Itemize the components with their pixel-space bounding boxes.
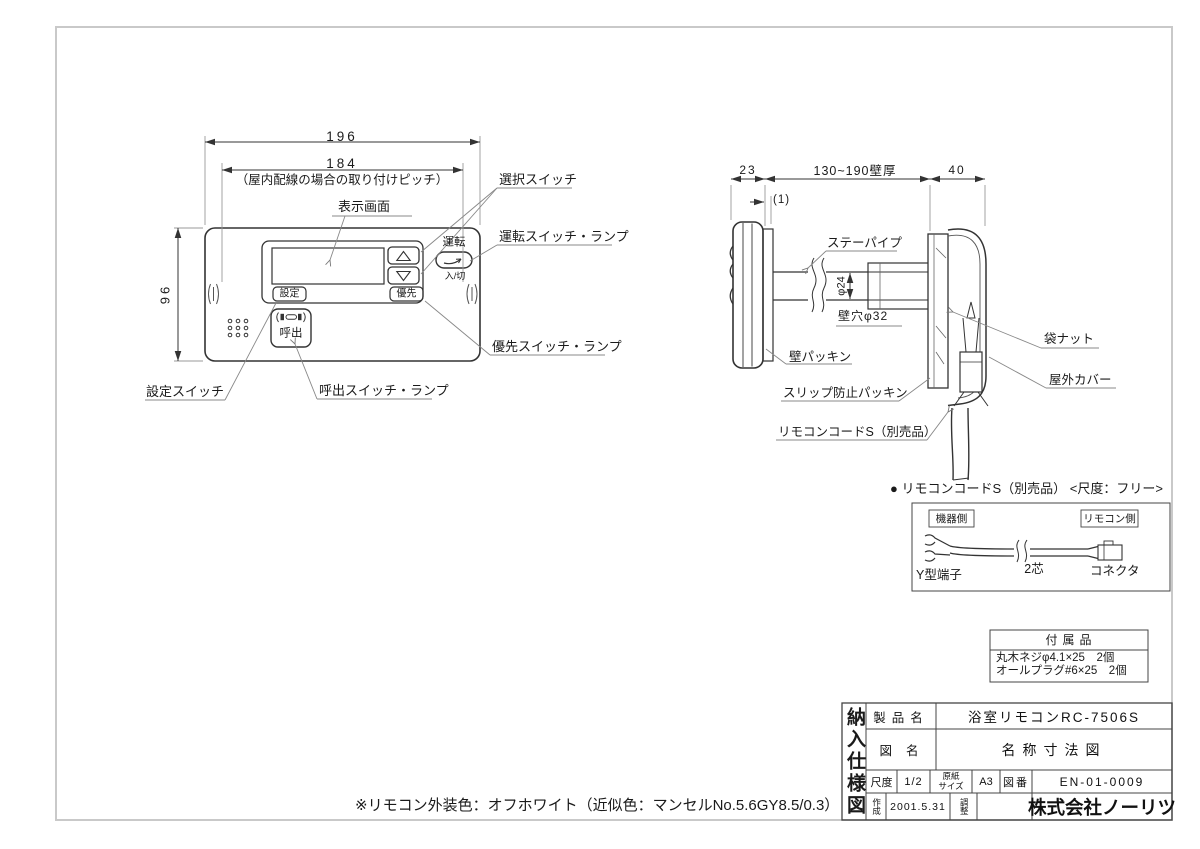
- page-border-frame: [55, 26, 1173, 821]
- paper-size-label: 原紙 サイズ: [930, 770, 972, 793]
- outdoor-cover-outline: [947, 228, 987, 407]
- label-select-switch: 選択スイッチ: [499, 172, 578, 187]
- power-button-label: 運転: [442, 236, 466, 249]
- paper-size-value: A3: [979, 775, 993, 788]
- cord-connector-shape: [959, 351, 983, 393]
- cord-detail-box: [911, 502, 1171, 592]
- remote-side-label: リモコン側: [1083, 512, 1136, 525]
- remote-side-body: [732, 221, 764, 369]
- dim-wall-hole: 壁穴φ32: [838, 309, 889, 323]
- power-onoff-label: 入/切: [444, 270, 466, 281]
- product-name-value: 浴室リモコンRC-7506S: [967, 710, 1141, 725]
- dim-height: 96: [157, 283, 173, 305]
- label-priority-switch: 優先スイッチ・ランプ: [492, 339, 622, 354]
- remote-body-outline: [204, 227, 481, 362]
- up-arrow-icon: [395, 250, 412, 262]
- side-view: [729, 221, 989, 481]
- label-call-switch: 呼出スイッチ・ランプ: [319, 383, 449, 398]
- speaker-grille: [227, 318, 249, 338]
- label-cap-nut: 袋ナット: [1044, 332, 1095, 346]
- dim-gap: (1): [773, 194, 791, 206]
- screw-mark-left: [208, 283, 219, 305]
- dim-pitch-width: 184: [326, 156, 358, 171]
- cord-drawing: [924, 534, 1123, 563]
- cord-line: [950, 407, 954, 481]
- call-button-label: 呼出: [279, 327, 303, 340]
- display-screen: [271, 247, 385, 285]
- label-slip-packing: スリップ防止パッキン: [783, 386, 908, 400]
- front-view-leader-lines: [145, 187, 612, 401]
- call-button-shape: [270, 308, 312, 348]
- set-button-label: 設定: [279, 288, 300, 300]
- drawing-name-value: 名称寸法図: [1001, 741, 1107, 758]
- accessory-item: オールプラグ#6×25 2個: [996, 665, 1127, 677]
- accessories-table-lines: [989, 629, 1149, 683]
- y-terminal-upper: [924, 534, 951, 547]
- front-view: [204, 227, 481, 362]
- dim-wall-thickness: 130~190壁厚: [813, 164, 897, 178]
- drawing-name-label: 図名: [879, 744, 933, 758]
- dim-pipe-dia: φ24: [835, 276, 848, 296]
- company-name: 株式会社ノーリツ: [1028, 796, 1177, 818]
- scale-label: 尺度: [870, 776, 893, 789]
- cord-detail-title: ● リモコンコードS（別売品） <尺度：フリー>: [890, 481, 1163, 496]
- power-button-shape: [435, 251, 473, 269]
- drawing-number-value: EN-01-0009: [1059, 774, 1145, 789]
- paper-size-label-top: 原紙: [942, 770, 960, 781]
- label-remote-cord: リモコンコードS（別売品）: [778, 425, 937, 439]
- call-lamp-icon: [276, 312, 306, 323]
- connector-shape: [1097, 544, 1123, 561]
- set-button-shape: [272, 286, 307, 302]
- adjust-label: 調整: [950, 793, 977, 820]
- cable-break-mark: [1016, 539, 1020, 563]
- title-block-doc-type: 納入仕様図: [844, 706, 865, 817]
- exterior-color-note: ※リモコン外装色：オフホワイト（近似色：マンセルNo.5.6GY8.5/0.3）: [355, 797, 840, 814]
- title-block-lines: [841, 702, 1173, 821]
- paper-size-label-bottom: サイズ: [938, 780, 964, 791]
- priority-button-shape: [389, 286, 424, 302]
- accessory-item: 丸木ネジφ4.1×25 2個: [996, 652, 1115, 664]
- unit-side-label-box: [928, 509, 975, 528]
- priority-button-label: 優先: [396, 288, 417, 300]
- unit-side-label: 機器側: [935, 512, 968, 525]
- y-terminal-lower: [924, 550, 951, 556]
- dim-back-depth: 40: [948, 163, 966, 177]
- up-button-shape: [387, 246, 420, 265]
- dim-outer-width: 196: [326, 129, 358, 144]
- down-button-shape: [387, 266, 420, 285]
- dim-pitch-note: （屋内配線の場合の取り付けピッチ）: [235, 173, 449, 187]
- created-label-text: 作成: [871, 798, 882, 815]
- side-view-dimension-lines: [731, 175, 985, 299]
- front-view-dimension-lines: [174, 138, 480, 361]
- product-name-label: 製品名: [873, 710, 929, 725]
- wall-packing-shape: [762, 228, 774, 362]
- power-arrow-icon: [443, 258, 462, 265]
- connector-label: コネクタ: [1090, 564, 1140, 578]
- y-terminal-label: Y型端子: [916, 568, 962, 582]
- scale-value: 1/2: [904, 775, 923, 788]
- accessories-title: 付属品: [1045, 633, 1097, 647]
- adjust-label-text: 調整: [959, 798, 970, 815]
- remote-side-label-box: [1080, 509, 1139, 528]
- created-label: 作成: [866, 793, 886, 820]
- label-outdoor-cover: 屋外カバー: [1049, 373, 1112, 387]
- label-wall-packing: 壁パッキン: [789, 350, 852, 364]
- label-stay-pipe: ステーパイプ: [827, 236, 902, 250]
- pipe-break-mark: [811, 257, 817, 313]
- side-view-extension-lines: [730, 185, 986, 231]
- label-display-screen: 表示画面: [338, 199, 391, 214]
- label-set-switch: 設定スイッチ: [146, 384, 225, 399]
- label-power-switch: 運転スイッチ・ランプ: [499, 229, 629, 244]
- screw-mark-right: [466, 283, 478, 305]
- created-value: 2001.5.31: [890, 800, 946, 813]
- dim-front-depth: 23: [739, 163, 757, 177]
- side-view-leader-lines: [765, 250, 1116, 441]
- drawing-number-label: 図番: [1003, 776, 1029, 789]
- two-core-label: 2芯: [1024, 562, 1044, 576]
- down-arrow-icon: [395, 270, 412, 282]
- front-view-extension-lines: [174, 136, 481, 362]
